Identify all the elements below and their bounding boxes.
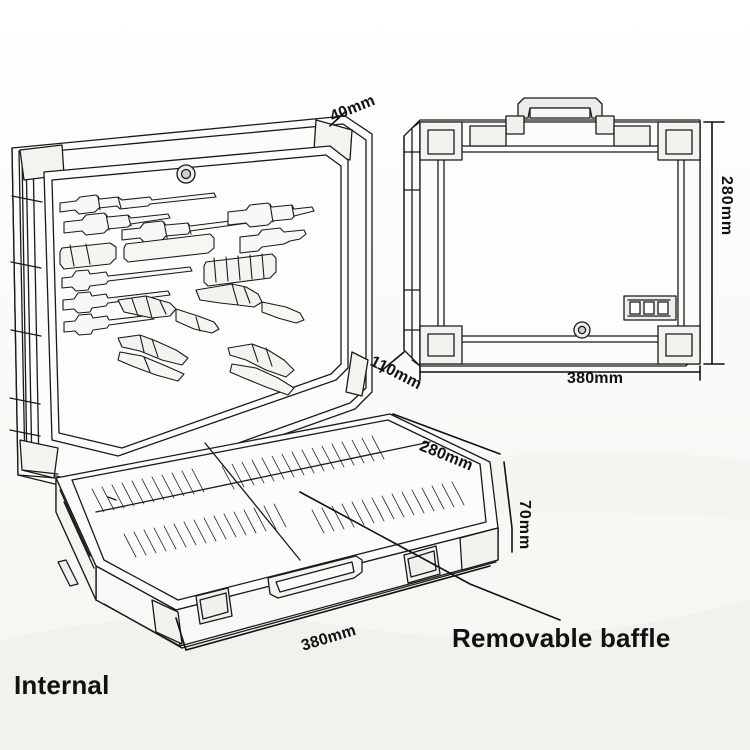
callout-removable-baffle: Removable baffle <box>452 623 671 653</box>
dimension-closed-width: 380mm <box>567 370 624 387</box>
dimension-open-height: 70mm <box>516 500 533 551</box>
callout-internal: Internal <box>14 670 110 700</box>
dimension-closed-height: 280mm <box>718 176 735 237</box>
